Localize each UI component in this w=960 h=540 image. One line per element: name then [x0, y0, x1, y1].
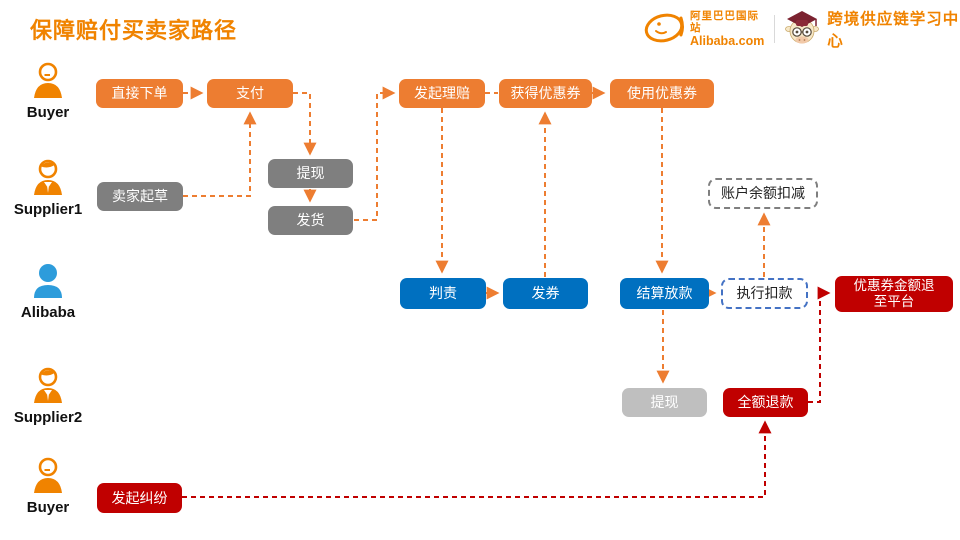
lane-label: Alibaba: [20, 304, 76, 321]
node-pay: 支付: [207, 79, 293, 108]
lane-label: Supplier2: [13, 409, 83, 426]
node-judge: 判责: [400, 278, 486, 309]
brand-name-en: Alibaba.com: [690, 33, 765, 48]
buyer-person-icon: [29, 62, 67, 104]
brand-text: 阿里巴巴国际站 Alibaba.com: [690, 10, 764, 49]
lane-label: Buyer: [26, 499, 70, 516]
lane-alibaba: Alibaba: [2, 262, 94, 321]
node-get-coupon: 获得优惠券: [499, 79, 592, 108]
node-dispute: 发起纠纷: [97, 483, 182, 513]
mascot-cow-icon: [783, 7, 821, 52]
page-title: 保障赔付买卖家路径: [30, 18, 238, 43]
supplier-person-icon: [29, 367, 67, 409]
node-claim: 发起理赔: [399, 79, 485, 108]
node-seller-draft: 卖家起草: [97, 182, 183, 211]
node-full-refund: 全额退款: [723, 388, 808, 417]
lane-label: Supplier1: [13, 201, 83, 218]
learning-center-name: 跨境供应链学习中心: [827, 11, 960, 50]
alibaba-logo-icon: [642, 9, 688, 50]
brand-name-cn: 阿里巴巴国际站: [690, 9, 759, 34]
node-issue-coupon: 发券: [503, 278, 588, 309]
node-execute-deduct: 执行扣款: [721, 278, 808, 309]
lane-supplier1: Supplier1: [2, 159, 94, 218]
lane-buyer-top: Buyer: [2, 62, 94, 121]
supplier-person-icon: [29, 159, 67, 201]
alibaba-person-icon: [29, 264, 67, 304]
node-coupon-refund: 优惠券金额退至平台: [835, 276, 953, 312]
node-balance-deduct: 账户余额扣减: [708, 178, 818, 209]
lane-buyer-bottom: Buyer: [2, 457, 94, 516]
node-direct-order: 直接下单: [96, 79, 183, 108]
header-brand-group: 阿里巴巴国际站 Alibaba.com 跨境供应链学习中心: [642, 8, 960, 50]
node-ship: 发货: [268, 206, 353, 235]
lane-supplier2: Supplier2: [2, 367, 94, 426]
node-settle: 结算放款: [620, 278, 709, 309]
buyer-person-icon: [29, 457, 67, 499]
header-divider: [774, 15, 776, 43]
node-use-coupon: 使用优惠券: [610, 79, 714, 108]
lane-label: Buyer: [26, 104, 70, 121]
node-withdraw-1: 提现: [268, 159, 353, 188]
node-withdraw-2: 提现: [622, 388, 707, 417]
